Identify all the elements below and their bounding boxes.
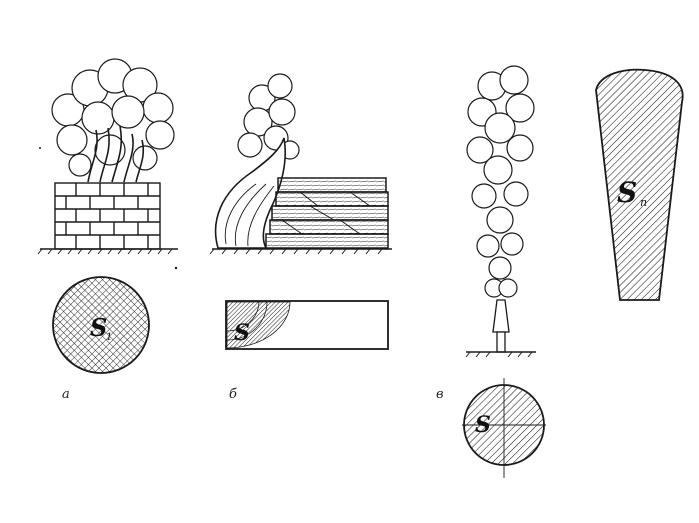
- center-crosshair: [462, 378, 546, 478]
- panel-v: S в S п: [436, 65, 684, 478]
- gas-jet: [492, 299, 510, 353]
- woodpile: [265, 177, 389, 249]
- panel-a: S 1 а: [37, 58, 178, 402]
- stray-marks: [39, 147, 178, 270]
- flame: [87, 125, 145, 183]
- burn-arcs-b: [226, 301, 268, 341]
- panel-b: S б: [209, 73, 392, 402]
- flame-area-subscript-v: п: [640, 196, 647, 209]
- area-symbol-b: S: [234, 320, 250, 346]
- brick-wall: [54, 182, 161, 250]
- area-subscript-a: 1: [106, 332, 112, 343]
- panel-label-a: а: [62, 387, 70, 402]
- flame-area-symbol-v: S: [617, 176, 637, 209]
- flame: [214, 137, 287, 249]
- area-circle-a: [52, 276, 150, 374]
- ground-line: [37, 248, 178, 255]
- smoke-cloud: [51, 58, 175, 177]
- flame-projection-v: [595, 68, 684, 301]
- area-symbol-a: S: [90, 313, 107, 342]
- area-symbol-v: S: [475, 412, 491, 438]
- flame-strokes: [224, 183, 275, 247]
- ground-line: [465, 351, 536, 358]
- smoke-cloud: [237, 73, 300, 160]
- smoke-column: [466, 65, 535, 298]
- panel-label-b: б: [229, 387, 237, 402]
- ground-line: [209, 248, 392, 255]
- panel-label-v: в: [436, 387, 444, 402]
